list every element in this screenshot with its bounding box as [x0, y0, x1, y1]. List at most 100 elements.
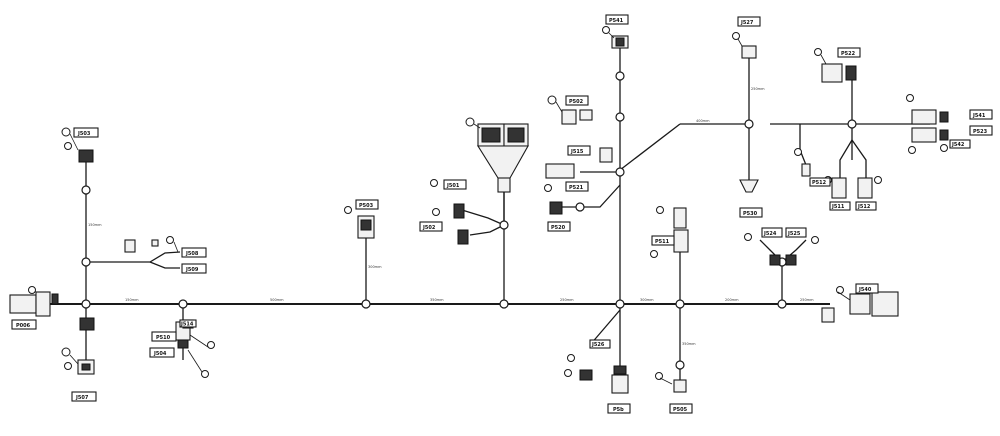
tag-j502-box: [419, 221, 443, 232]
tag-p5b: P5b: [613, 407, 624, 413]
branch-j509: [149, 261, 180, 269]
tag-p520: P520: [551, 225, 566, 231]
callout-bubble: [732, 32, 740, 40]
tag-j542: J542: [951, 142, 965, 148]
j515-connector: [599, 147, 613, 163]
branch-p512: [799, 124, 807, 166]
j542-connector: [939, 129, 949, 141]
p006-connector-latch: [51, 293, 59, 305]
tag-p503: P503: [359, 203, 374, 209]
connector-tags: P006 J503 J507 J508 J509 P510 J504 J514 …: [11, 14, 993, 414]
p512-connector: [801, 163, 811, 177]
j508-connector-small: [151, 239, 159, 247]
tag-j540-box: [855, 283, 879, 294]
segment-label: 250mm: [800, 298, 814, 302]
tag-p511-box: [651, 235, 675, 246]
p006-connector-face: [35, 291, 51, 317]
j541-connector: [939, 111, 949, 123]
ecu-funnel-neck: [497, 177, 511, 193]
junction-node: [178, 299, 188, 309]
tag-p541-box: [605, 14, 629, 25]
j511-connector: [831, 177, 847, 199]
j508-connector: [124, 239, 136, 253]
junction-node: [81, 257, 91, 267]
callout-bubble: [655, 372, 663, 380]
tag-j541-box: [969, 109, 993, 120]
branch-p520: [560, 184, 621, 208]
callout-bubble: [836, 286, 844, 294]
j525-connector: [785, 254, 797, 266]
p523-connector: [911, 127, 937, 143]
tag-p541: P541: [609, 18, 624, 24]
leader-line: [820, 54, 827, 65]
p540-connector: [821, 63, 843, 83]
tag-p530: P530: [743, 211, 758, 217]
segment-label: 500mm: [270, 298, 284, 302]
tag-j503: J503: [77, 131, 91, 137]
tag-p523-box: [969, 125, 993, 136]
tag-p006-box: [11, 319, 37, 330]
callout-bubble: [567, 354, 575, 362]
callout-bubble: [940, 144, 948, 152]
callout-bubble: [602, 26, 610, 34]
branch-p511: [589, 309, 621, 346]
junction-node: [615, 71, 625, 81]
callout-bubble: [650, 250, 658, 258]
tag-j501-box: [443, 179, 467, 190]
junction-node: [81, 299, 91, 309]
callout-bubble: [811, 236, 819, 244]
tag-p522: P522: [841, 51, 856, 57]
junction-node: [499, 220, 509, 230]
branch-j508: [140, 251, 181, 263]
callout-bubble: [564, 369, 572, 377]
tag-j515: J515: [570, 149, 584, 155]
tag-p511: P511: [655, 239, 670, 245]
callout-bubble: [61, 347, 71, 357]
j504-connector-pins: [177, 339, 189, 349]
tag-j525-box: [785, 227, 807, 238]
p5b-connector-pins: [613, 365, 627, 375]
j526-connector: [673, 207, 687, 229]
p540-connector-pins: [845, 65, 857, 81]
tag-j541: J541: [972, 113, 986, 119]
p505-connector: [673, 379, 687, 393]
segment-labels: 150mm 500mm 350mm 250mm 300mm 200mm 250m…: [88, 87, 814, 346]
tag-j504: J504: [153, 351, 167, 357]
connector-graphics: [9, 35, 949, 394]
junction-nodes: [81, 71, 857, 370]
tag-j512-box: [855, 201, 877, 211]
leader-lines: [69, 32, 851, 385]
p502-connector-side: [579, 109, 593, 121]
tag-p503-box: [355, 199, 379, 210]
branch-j501: [461, 209, 505, 226]
callout-bubble: [547, 95, 557, 105]
p541-connector-pins: [615, 37, 625, 47]
callout-bubble: [166, 236, 174, 244]
junction-node: [777, 299, 787, 309]
segment-label: 300mm: [640, 298, 654, 302]
segment-label: 350mm: [430, 298, 444, 302]
tag-j527: J527: [740, 20, 754, 26]
p521-connector: [545, 163, 575, 179]
branch-j512: [851, 139, 867, 180]
tag-p512-box: [809, 177, 831, 187]
segment-label: 250mm: [751, 87, 765, 91]
tag-p522-box: [837, 47, 861, 58]
tag-p523: P523: [973, 129, 988, 135]
callout-bubble: [656, 206, 664, 214]
branch-j511: [839, 139, 853, 180]
tag-j526-box: [589, 339, 611, 349]
j540-connector: [849, 293, 871, 315]
tag-p520-box: [547, 221, 571, 232]
tag-p510: P510: [156, 335, 171, 341]
p522-connector: [911, 109, 937, 125]
leader-line: [69, 354, 79, 365]
ecu-module-pins-right: [507, 127, 525, 143]
callout-bubble: [906, 94, 914, 102]
junction-node: [847, 119, 857, 129]
tag-j515-box: [567, 145, 591, 156]
callout-bubble: [814, 48, 822, 56]
ecu-module-pins-left: [481, 127, 501, 143]
